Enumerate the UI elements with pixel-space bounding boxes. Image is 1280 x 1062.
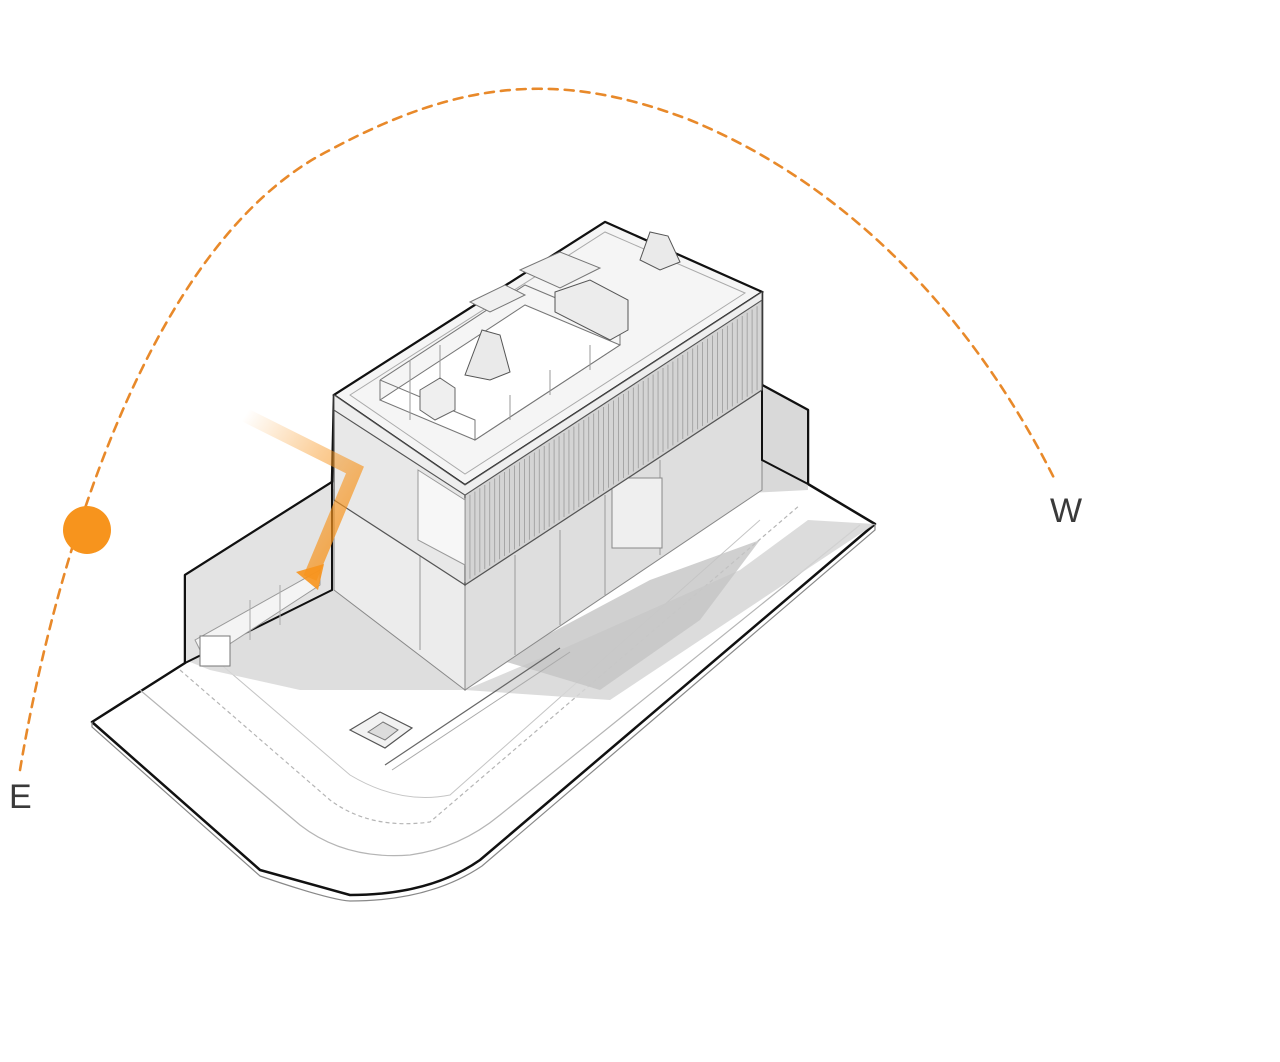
- boundary-wall: [184, 480, 333, 667]
- sunlight-arrow-icon: [241, 408, 364, 590]
- right-boundary-wall: [761, 383, 809, 486]
- louver-lines: [464, 306, 758, 582]
- roof-terrace: [378, 231, 681, 441]
- light-well: [348, 647, 571, 771]
- direction-label-east: E: [9, 778, 32, 816]
- sun-path-arc: [18, 87, 1057, 772]
- direction-label-west: W: [1050, 492, 1083, 530]
- sun-icon: [63, 506, 111, 554]
